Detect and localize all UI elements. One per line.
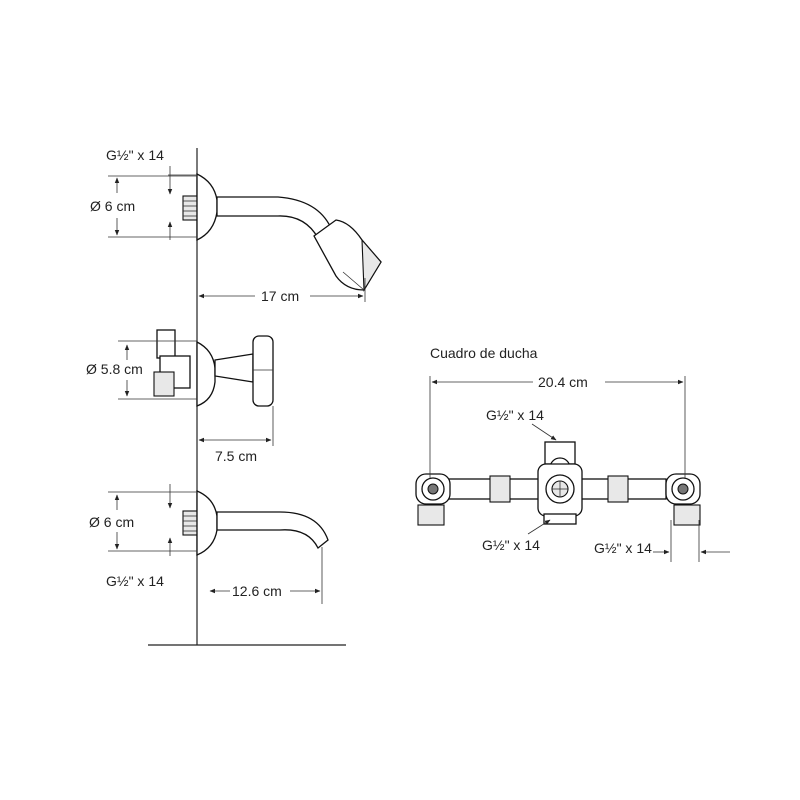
shower-block-right-thread-label: G½" x 14 [594,540,652,556]
tub-spout-thread-label: G½" x 14 [106,573,164,589]
shower-head-thread-label: G½" x 14 [106,147,164,163]
shower-head-drawing [182,172,382,292]
valve-handle-diameter-label: Ø 5.8 cm [86,361,143,377]
valve-handle-projection-label: 7.5 cm [215,448,257,464]
tub-spout-projection-label: 12.6 cm [232,583,282,599]
shower-block-bottom-thread-label: G½" x 14 [482,537,540,553]
shower-head-diameter-label: Ø 6 cm [90,198,135,214]
tub-spout-dimensions [108,484,323,604]
tub-spout-diameter-label: Ø 6 cm [89,514,134,530]
shower-block-title: Cuadro de ducha [430,345,538,361]
shower-head-dimensions [108,166,366,302]
tub-spout-drawing [182,490,329,556]
shower-block-drawing [415,441,701,526]
shower-block-width-label: 20.4 cm [538,374,588,390]
shower-block-top-thread-label: G½" x 14 [486,407,544,423]
shower-block-dimensions [429,376,730,562]
shower-head-projection-label: 17 cm [261,288,299,304]
valve-handle-drawing [153,329,274,407]
valve-handle-dimensions [118,340,274,446]
